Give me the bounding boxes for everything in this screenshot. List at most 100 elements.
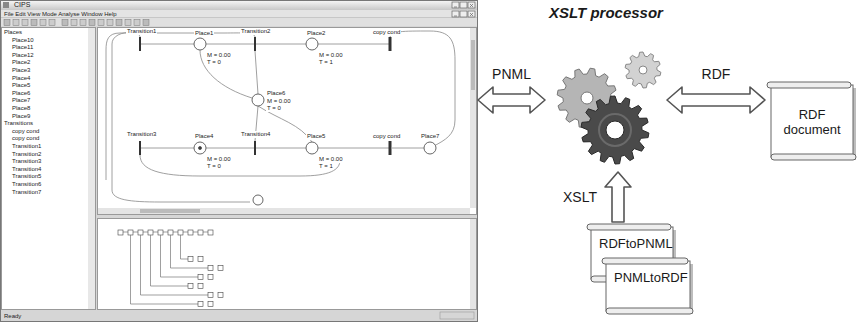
tree-item: copy cond	[12, 135, 39, 142]
net-label: Place7	[420, 133, 440, 140]
stylesheet-scroll: PNMLtoRDF	[600, 256, 694, 318]
status-text: Ready	[4, 313, 21, 320]
net-label: M = 0.00	[266, 98, 292, 105]
toolbar-icon	[71, 20, 77, 26]
window-frame	[1, 1, 478, 322]
tree-item: Place3	[12, 67, 30, 74]
graph-line	[170, 235, 171, 268]
gear-hub	[639, 66, 647, 74]
gear-ring	[599, 114, 631, 146]
toolbar-icon	[80, 20, 86, 26]
net-label: Transition1	[126, 28, 157, 35]
toolbar-icon	[4, 20, 10, 26]
net-label: M = 0.00	[206, 52, 232, 59]
graph-state	[118, 230, 123, 235]
graph-line	[141, 295, 211, 296]
graph-state	[208, 230, 213, 235]
graph-state	[138, 230, 143, 235]
toolbar-icon	[107, 20, 113, 26]
graph-line	[171, 268, 211, 269]
toolbar-icon	[89, 20, 95, 26]
tree-item: Transition6	[12, 181, 41, 188]
toolbar-icon	[49, 20, 55, 26]
tree-item: Place4	[12, 75, 30, 82]
gear-hub	[581, 92, 593, 104]
toolbar-icon	[134, 20, 140, 26]
petri-places	[194, 38, 436, 205]
scroll-roll	[771, 154, 856, 160]
net-label: T = 0	[266, 105, 282, 112]
graph-state	[218, 293, 223, 298]
editor-window-outline	[0, 0, 478, 322]
gear	[581, 96, 649, 164]
petri-transitions	[140, 37, 390, 155]
xslt-processor: XSLT processor	[545, 0, 667, 172]
graph-state	[128, 230, 133, 235]
reachability-panel	[98, 219, 477, 310]
graph-state	[208, 293, 213, 298]
tree-item: Transition7	[12, 189, 41, 196]
net-label: Place6	[266, 90, 286, 97]
graph-state	[198, 302, 203, 307]
gear-hub	[606, 121, 624, 139]
graph-line	[151, 286, 191, 287]
graph-state	[188, 284, 193, 289]
window-title: CIPS	[14, 1, 30, 9]
net-label: T = 1	[318, 59, 334, 66]
gear	[625, 52, 661, 88]
tree-item: Place9	[12, 113, 30, 120]
graph-state	[208, 266, 213, 271]
net-label: Place2	[306, 30, 326, 37]
net-label: T = 0	[206, 163, 222, 170]
graph-state	[218, 266, 223, 271]
rdf-document: RDF document	[765, 80, 857, 164]
graph-line	[120, 232, 210, 233]
net-label: M = 0.00	[318, 156, 344, 163]
tree-item: Places	[4, 29, 22, 36]
scroll-roll	[587, 224, 671, 230]
graph-state	[198, 257, 203, 262]
toolbar-icon	[40, 20, 46, 26]
toolbar-icon	[116, 20, 122, 26]
net-label: T = 0	[206, 59, 222, 66]
tree-item: Place5	[12, 82, 30, 89]
net-label: Transition4	[240, 131, 271, 138]
status-bar	[1, 310, 477, 321]
net-label: copy cond	[372, 29, 401, 36]
net-canvas	[98, 28, 477, 215]
net-label: M = 0.00	[318, 52, 344, 59]
graph-state	[198, 230, 203, 235]
menu-bar: File Edit View Mode Analyse Window Help	[4, 11, 117, 18]
net-label: T = 1	[318, 163, 334, 170]
tree-item: Transition2	[12, 151, 41, 158]
graph-state	[198, 284, 203, 289]
document-title: RDFtoPNML	[585, 236, 677, 251]
graph-line	[130, 235, 131, 304]
graph-state	[198, 275, 203, 280]
tree-item: Place2	[12, 59, 30, 66]
toolbar-icon	[98, 20, 104, 26]
graph-state	[178, 230, 183, 235]
graph-line	[161, 277, 201, 278]
graph-line	[140, 235, 141, 295]
net-label: Transition2	[240, 28, 271, 35]
block-arrow-shape	[605, 172, 631, 222]
xslt-processor-outline	[545, 0, 667, 172]
tree-item: Transition4	[12, 166, 41, 173]
graph-state	[188, 257, 193, 262]
document-title: RDF document	[765, 107, 857, 137]
toolbar-icon	[125, 20, 131, 26]
flow-label: RDF	[700, 66, 733, 82]
tree-item: Place12	[12, 52, 34, 59]
graph-line	[160, 235, 161, 277]
scroll-roll	[606, 308, 693, 314]
toolbar-icon	[62, 20, 68, 26]
tree-panel	[2, 28, 96, 310]
toolbar-icons	[4, 20, 149, 26]
stylesheet-scroll-outline	[600, 256, 694, 318]
tree-item: Place8	[12, 105, 30, 112]
tree-item: Place10	[12, 37, 34, 44]
window-buttons	[452, 2, 475, 17]
